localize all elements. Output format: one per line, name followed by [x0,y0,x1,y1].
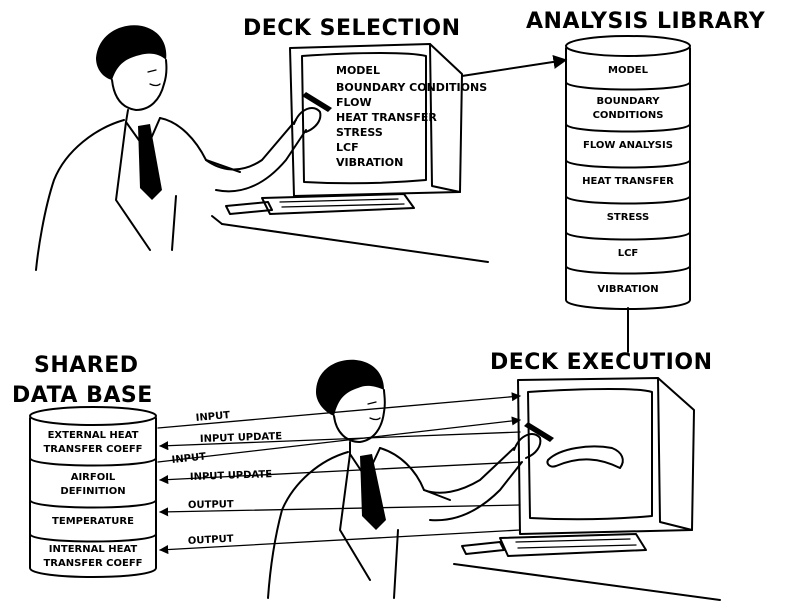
engineer-bottom-illustration [267,359,554,599]
library-item-vibration: VIBRATION [597,284,658,295]
library-item-lcf: LCF [618,248,639,259]
db-item-airfoil-2: DEFINITION [60,486,125,497]
menu-item[interactable]: LCF [336,141,359,154]
menu-item[interactable]: BOUNDARY CONDITIONS [336,81,487,94]
label-output-2: OUTPUT [188,534,234,547]
menu-item[interactable]: STRESS [336,126,383,139]
menu-item[interactable]: MODEL [336,64,380,77]
heading-deck-execution: DECK EXECUTION [490,350,712,375]
label-input-1: INPUT [195,410,230,424]
execution-monitor [453,377,721,601]
label-input-update-1: INPUT UPDATE [200,431,283,445]
data-flow-arrows: INPUT INPUT UPDATE INPUT INPUT UPDATE OU… [157,392,521,555]
library-item-stress: STRESS [607,212,650,223]
library-item-heat-transfer: HEAT TRANSFER [582,176,674,187]
label-input-2: INPUT [171,451,206,466]
db-item-temperature: TEMPERATURE [52,516,134,527]
db-item-internal-2: TRANSFER COEFF [43,558,142,569]
menu-item[interactable]: VIBRATION [336,156,403,169]
library-item-model: MODEL [608,65,649,76]
db-item-external-1: EXTERNAL HEAT [48,430,139,441]
menu-item[interactable]: FLOW [336,96,372,109]
db-item-internal-1: INTERNAL HEAT [49,544,138,555]
label-input-update-2: INPUT UPDATE [190,469,273,483]
airfoil-icon [546,445,624,469]
label-output-1: OUTPUT [188,499,234,511]
heading-deck-selection: DECK SELECTION [243,16,461,41]
selection-menu: MODEL BOUNDARY CONDITIONS FLOW HEAT TRAN… [336,64,487,169]
selection-monitor [211,43,489,263]
db-item-airfoil-1: AIRFOIL [71,472,116,483]
heading-shared-line2: DATA BASE [12,383,153,408]
library-item-conditions: CONDITIONS [593,110,664,121]
heading-analysis-library: ANALYSIS LIBRARY [526,9,766,34]
library-item-flow-analysis: FLOW ANALYSIS [583,140,673,151]
heading-shared-line1: SHARED [34,353,139,378]
db-item-external-2: TRANSFER COEFF [43,444,142,455]
shared-database-cylinder: EXTERNAL HEAT TRANSFER COEFF AIRFOIL DEF… [29,406,157,578]
menu-item[interactable]: HEAT TRANSFER [336,111,437,124]
engineer-top-illustration [35,25,332,271]
selection-to-library-arrow [461,54,568,77]
analysis-library-cylinder: MODEL BOUNDARY CONDITIONS FLOW ANALYSIS … [565,35,691,310]
library-item-boundary: BOUNDARY [596,96,660,107]
